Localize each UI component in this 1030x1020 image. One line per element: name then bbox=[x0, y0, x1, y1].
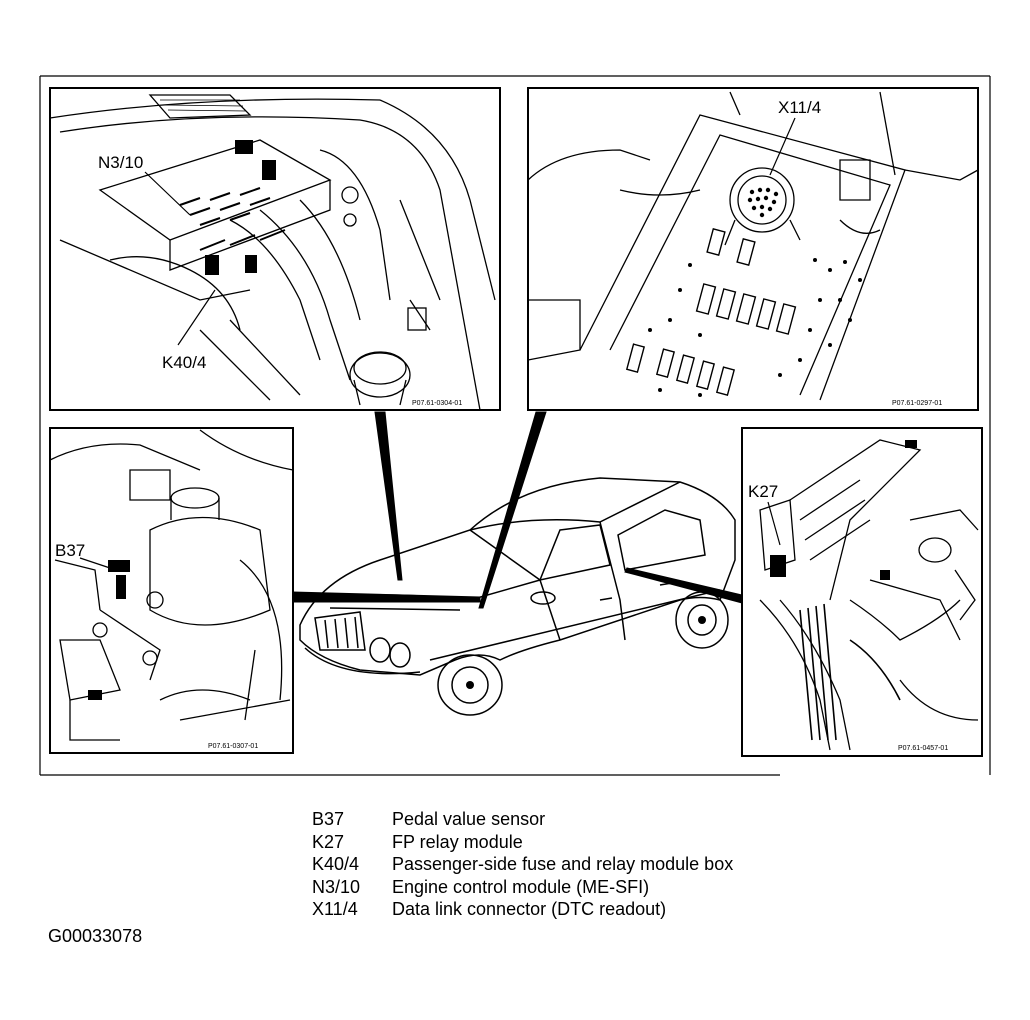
callout-x11-4: X11/4 bbox=[778, 98, 821, 117]
legend-code: K40/4 bbox=[312, 854, 360, 874]
legend-row: B37 Pedal value sensor bbox=[312, 808, 733, 831]
panel-part-number: P07.61-0297-01 bbox=[892, 400, 942, 407]
panel-part-number: P07.61-0304-01 bbox=[412, 400, 462, 407]
legend-description: FP relay module bbox=[392, 831, 523, 852]
panel-pedal-sensor: B37 P07.61-0307-01 bbox=[49, 427, 294, 754]
callout-n3-10: N3/10 bbox=[98, 153, 143, 172]
panel-engine-compartment: N3/10 K40/4 P07.61-0304-01 bbox=[49, 87, 501, 411]
panel-part-number: P07.61-0457-01 bbox=[898, 745, 948, 752]
legend-description: Engine control module (ME-SFI) bbox=[392, 876, 650, 897]
diagram-frame bbox=[39, 75, 991, 776]
legend-row: N3/10 Engine control module (ME-SFI) bbox=[312, 876, 733, 899]
callout-k40-4: K40/4 bbox=[162, 353, 206, 372]
callout-k27: K27 bbox=[748, 482, 778, 501]
panel-fp-relay: K27 P07.61-0457-01 bbox=[741, 427, 983, 757]
legend-code: N3/10 bbox=[312, 876, 361, 897]
wheel-hubs bbox=[466, 616, 706, 689]
panel-fuse-box: X11/4 P07.61-0297-01 bbox=[527, 87, 979, 411]
legend-description: Pedal value sensor bbox=[392, 809, 546, 829]
legend-code: X11/4 bbox=[312, 899, 358, 919]
legend-row: K40/4 Passenger-side fuse and relay modu… bbox=[312, 853, 733, 876]
legend-code: K27 bbox=[312, 831, 345, 852]
figure-id: G00033078 bbox=[48, 926, 143, 946]
legend-description: Data link connector (DTC readout) bbox=[392, 899, 667, 919]
legend-code: B37 bbox=[312, 809, 345, 829]
panel-part-number: P07.61-0307-01 bbox=[208, 743, 258, 750]
component-locator-diagram: N3/10 K40/4 P07.61-0304-01 bbox=[39, 75, 991, 776]
legend: B37 Pedal value sensor K27 FP relay modu… bbox=[312, 808, 733, 921]
legend-row: X11/4 Data link connector (DTC readout) bbox=[312, 898, 733, 921]
legend-row: K27 FP relay module bbox=[312, 831, 733, 854]
callout-b37: B37 bbox=[55, 541, 85, 560]
pointer-lines bbox=[292, 411, 743, 609]
legend-description: Passenger-side fuse and relay module box bbox=[392, 854, 734, 874]
